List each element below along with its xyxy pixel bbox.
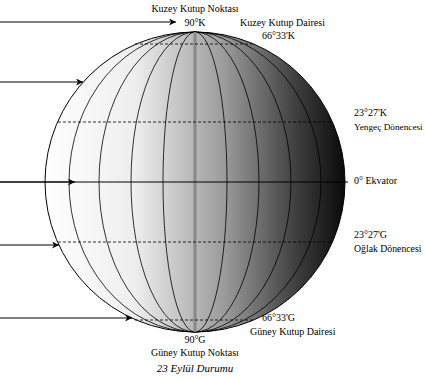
equator-line [0,182,348,183]
latitude-value: 23°27'G [354,229,387,241]
circle-name: Kuzey Kutup Dairesi [240,17,325,29]
latitude-value: 66°33'K [262,30,295,42]
equator-label: 0° Ekvator [354,175,397,187]
tropic-name: Oğlak Dönencesi [354,243,421,255]
pole-name: Kuzey Kutup Noktası [151,3,238,15]
latitude-value: 66°33'G [262,312,295,324]
tropic-name: Yengeç Dönencesi [354,121,423,133]
latitude-value: 90°K [184,17,205,29]
circle-name: Güney Kutup Dairesi [250,326,336,338]
latitude-value: 90°G [184,334,205,346]
pole-name: Güney Kutup Noktası [151,347,239,359]
latitude-value: 23°27'K [354,107,387,119]
sun-rays [0,22,176,318]
caption: 23 Eylül Durumu [157,362,233,375]
